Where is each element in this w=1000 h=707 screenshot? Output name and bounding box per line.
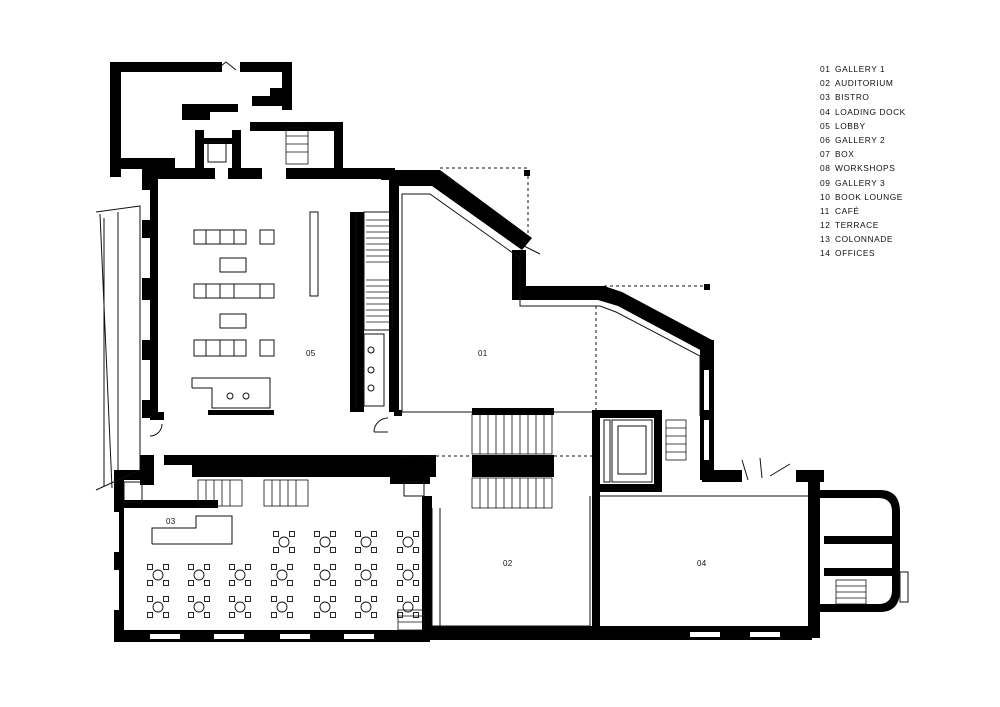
bistro-table [229, 564, 251, 586]
legend-label: WORKSHOPS [835, 163, 896, 174]
legend-number: 11 [820, 205, 830, 216]
room-legend: 01 GALLERY 1 02 AUDITORIUM 03 BISTRO 04 LOADING… [820, 62, 906, 261]
doors [149, 61, 909, 603]
legend-number: 09 [820, 177, 831, 188]
bistro-table [355, 596, 377, 618]
window-notches [114, 190, 780, 639]
bistro-table [188, 564, 210, 586]
bistro-bar [151, 515, 233, 545]
legend-item: 04 LOADING DOCK [820, 105, 906, 119]
bistro-table [271, 596, 293, 618]
legend-number: 06 [820, 134, 831, 145]
legend-label: GALLERY 2 [835, 134, 886, 145]
legend-number: 14 [820, 248, 831, 259]
bistro-table [355, 564, 377, 586]
legend-item: 05 LOBBY [820, 119, 906, 133]
bistro-walls [114, 470, 432, 642]
hall-outlines [431, 495, 808, 627]
legend-item: 10 BOOK LOUNGE [820, 190, 906, 204]
bistro-table [271, 564, 293, 586]
bistro-table [229, 596, 251, 618]
legend-item: 09 GALLERY 3 [820, 176, 906, 190]
legend-number: 05 [820, 120, 831, 131]
legend-item: 12 TERRACE [820, 218, 906, 232]
room-label-gallery1: 01 [478, 349, 488, 358]
legend-label: LOADING DOCK [835, 106, 906, 117]
room-label-bistro: 03 [166, 517, 176, 526]
west-canopy [95, 205, 141, 491]
dashed-outlines [400, 167, 704, 457]
bistro-table [397, 531, 419, 553]
legend-label: AUDITORIUM [835, 78, 894, 89]
bistro-table [397, 564, 419, 586]
legend-item: 02 AUDITORIUM [820, 76, 906, 90]
legend-item: 01 GALLERY 1 [820, 62, 906, 76]
legend-item: 11 CAFÉ [820, 204, 906, 218]
north-annex-walls [110, 62, 343, 177]
legend-number: 02 [820, 78, 831, 89]
lobby-stairs [366, 219, 390, 323]
legend-number: 08 [820, 163, 831, 174]
bistro-table [147, 596, 169, 618]
bistro-table [188, 596, 210, 618]
bistro-table [314, 596, 336, 618]
legend-label: OFFICES [835, 248, 876, 259]
lift-box [123, 141, 653, 503]
legend-item: 06 GALLERY 2 [820, 133, 906, 147]
legend-label: GALLERY 3 [835, 177, 886, 188]
legend-number: 07 [820, 149, 831, 160]
legend-label: TERRACE [835, 220, 879, 231]
corridor-stairs [197, 127, 867, 631]
bistro-table [314, 564, 336, 586]
legend-item: 14 OFFICES [820, 246, 906, 260]
legend-label: GALLERY 1 [835, 64, 886, 74]
legend-label: CAFÉ [835, 205, 860, 216]
bistro-table [397, 596, 419, 618]
corridor-walls [140, 455, 554, 485]
legend-number: 13 [820, 234, 831, 245]
bistro-table [355, 531, 377, 553]
room-label-auditorium: 02 [503, 559, 513, 568]
legend-item: 08 WORKSHOPS [820, 161, 906, 175]
legend-item: 03 BISTRO [820, 90, 906, 104]
room-label-lobby: 05 [306, 349, 316, 358]
legend-number: 10 [820, 191, 831, 202]
legend-number: 12 [820, 220, 831, 231]
legend-number: 03 [820, 92, 831, 103]
legend-item: 07 BOX [820, 147, 906, 161]
room-label-loading-dock: 04 [697, 559, 707, 568]
legend-label: BOX [835, 149, 855, 160]
bistro-table [314, 531, 336, 553]
lobby-furniture [191, 211, 393, 409]
auditorium-walls [430, 410, 900, 640]
gallery1-interior [401, 193, 701, 416]
bistro-tables [147, 531, 419, 618]
lobby-walls [142, 168, 399, 420]
legend-label: LOBBY [835, 120, 866, 131]
legend-number: 01 [820, 64, 831, 74]
legend-number: 04 [820, 106, 831, 117]
legend-label: COLONNADE [835, 234, 894, 245]
bistro-table [273, 531, 295, 553]
legend-item: 13 COLONNADE [820, 232, 906, 246]
legend-label: BOOK LOUNGE [835, 191, 903, 202]
legend-label: BISTRO [835, 92, 870, 103]
bistro-table [147, 564, 169, 586]
